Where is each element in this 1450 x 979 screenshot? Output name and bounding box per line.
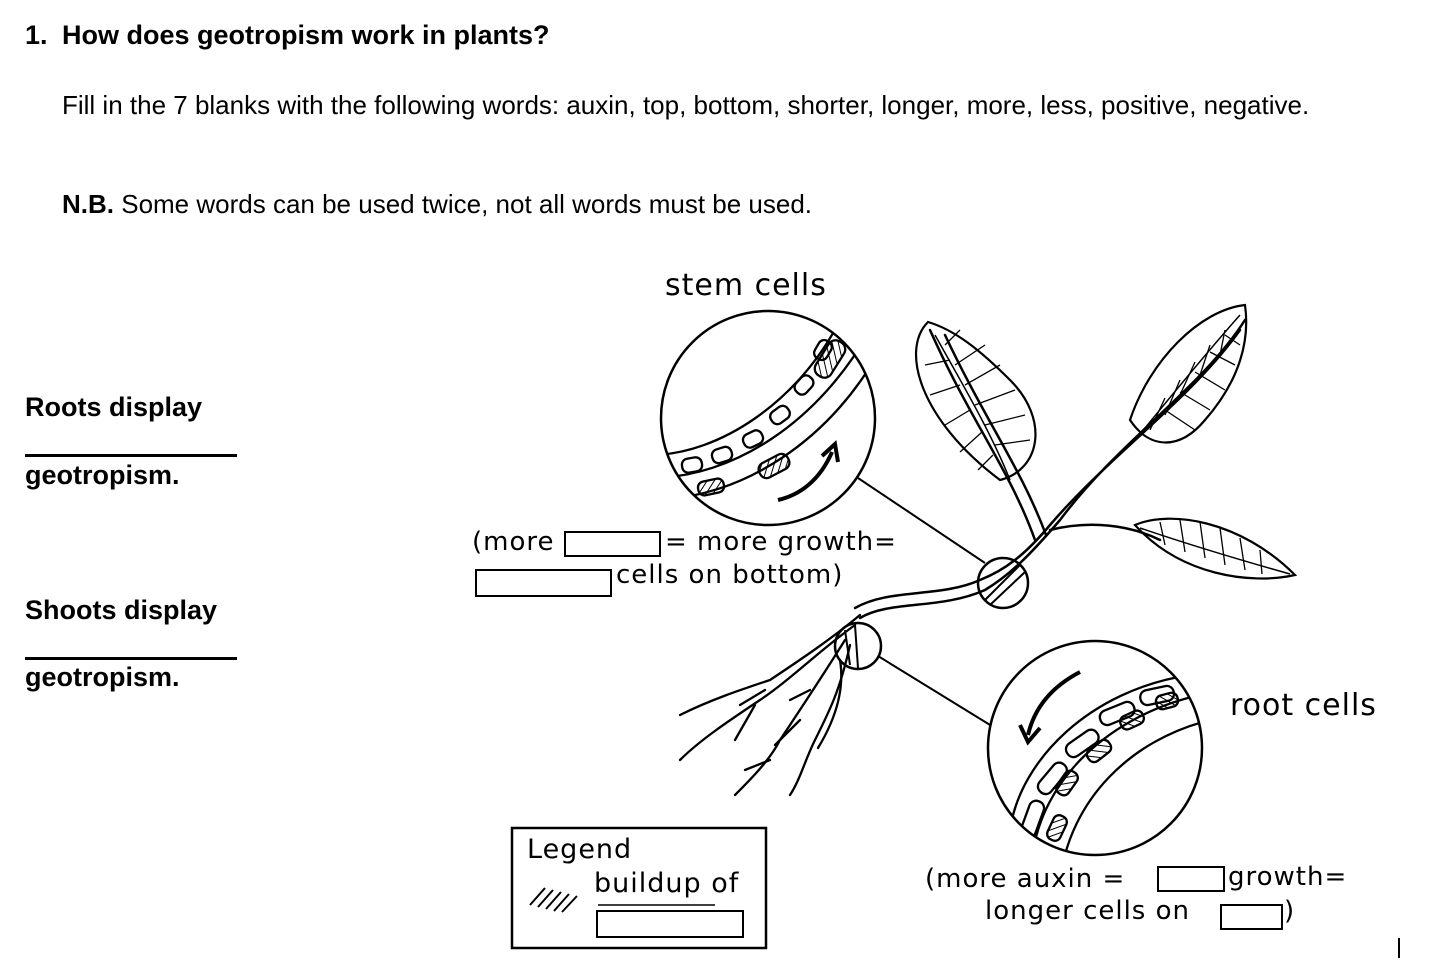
stem-connector (857, 477, 986, 564)
stem (853, 318, 1247, 620)
question-text: How does geotropism work in plants? (62, 20, 550, 50)
root-connector (877, 655, 996, 729)
root-zoom-marker (833, 621, 883, 671)
roots (678, 613, 862, 797)
stem-cells-blank[interactable] (475, 569, 612, 597)
roots-blank[interactable] (25, 454, 237, 457)
root-caption-d: ) (1284, 896, 1296, 926)
stem-caption-a: (more (472, 527, 555, 557)
nb-note: N.B. Some words can be used twice, not a… (62, 189, 812, 220)
legend-title: Legend (527, 834, 633, 865)
root-growth-blank[interactable] (1157, 866, 1225, 892)
leaf-left (914, 320, 1037, 482)
root-caption-a: (more auxin = (925, 864, 1126, 894)
nb-label: N.B. (62, 189, 114, 219)
root-cells-label: root cells (1230, 688, 1377, 723)
legend-blank[interactable] (596, 910, 744, 938)
legend-hatch-icon (529, 887, 578, 913)
instructions: Fill in the 7 blanks with the following … (62, 90, 1310, 120)
roots-prefix: Roots display (25, 392, 203, 422)
stem-cells-label: stem cells (665, 268, 827, 303)
root-arrow-icon (1026, 670, 1081, 736)
leaf-right (1128, 303, 1248, 444)
root-position-blank[interactable] (1220, 904, 1283, 930)
question-number: 1. (25, 20, 48, 50)
stem-arrow-icon (777, 451, 834, 502)
stem-caption-b: = more growth= (665, 527, 897, 557)
stem-auxin-blank[interactable] (564, 531, 661, 557)
leaf-lower-right (1133, 517, 1298, 580)
text-cursor-mark (1398, 938, 1400, 958)
shoots-blank[interactable] (25, 657, 237, 660)
stem-cells-circle (659, 309, 877, 527)
roots-suffix: geotropism. (25, 460, 180, 490)
shoots-suffix: geotropism. (25, 662, 180, 692)
root-caption-b: growth= (1228, 862, 1348, 892)
legend-text: buildup of (594, 868, 740, 899)
question-title: 1. How does geotropism work in plants? (25, 20, 550, 51)
stem-zoom-marker (976, 556, 1030, 610)
stem-caption-c: cells on bottom) (616, 560, 844, 590)
nb-text: Some words can be used twice, not all wo… (114, 189, 813, 219)
root-cells-circle (986, 639, 1204, 857)
shoots-prefix: Shoots display (25, 595, 218, 625)
root-caption-c: longer cells on (985, 896, 1190, 926)
